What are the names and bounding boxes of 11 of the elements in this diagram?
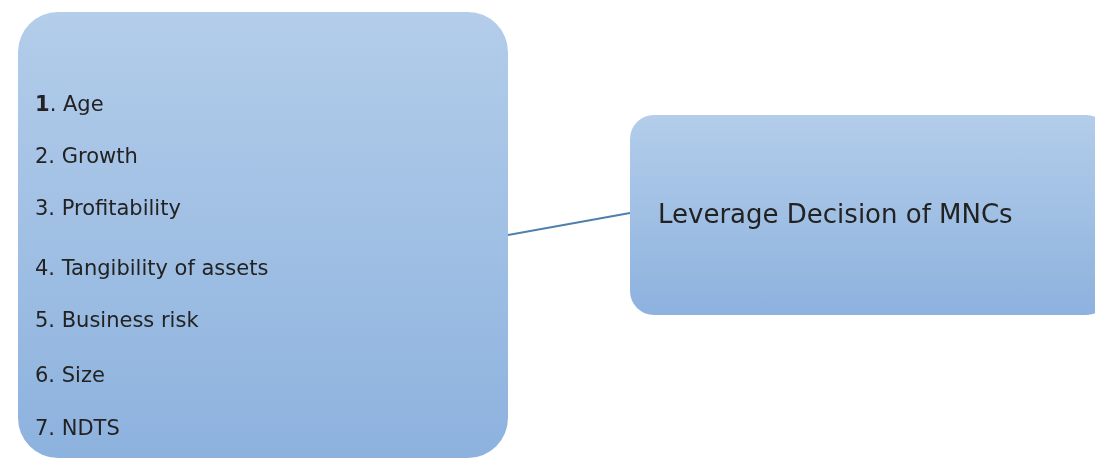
title-box [630, 115, 1095, 315]
list-item: 3. Profitability [35, 196, 181, 220]
list-item: 1. Age [35, 92, 104, 116]
list-item: 6. Size [35, 363, 105, 387]
list-item: 7. NDTS [35, 416, 120, 440]
list-item: 5. Business risk [35, 308, 199, 332]
list-item: 4. Tangibility of assets [35, 256, 269, 280]
connector-line [507, 212, 631, 236]
list-item: 2. Growth [35, 144, 138, 168]
list-box [18, 12, 508, 458]
box-title: Leverage Decision of MNCs [658, 199, 1013, 229]
